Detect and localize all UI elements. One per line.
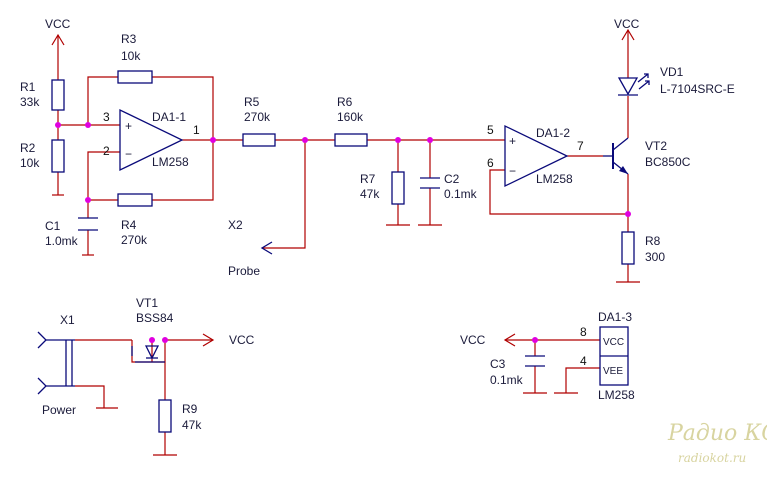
svg-text:VCC: VCC [460, 333, 486, 347]
svg-text:160k: 160k [337, 110, 364, 124]
svg-text:VT2: VT2 [645, 139, 667, 153]
svg-text:R6: R6 [337, 95, 353, 109]
opamp-da1-1: + − 3 2 1 DA1-1 LM258 [103, 108, 200, 172]
resistor-r8: R8 300 [621, 231, 665, 265]
svg-text:X2: X2 [228, 218, 243, 232]
watermark-logo: Радио КОТ radiokot.ru [667, 421, 767, 465]
resistor-r4: R4 270k [117, 193, 153, 247]
svg-text:VEE: VEE [603, 366, 623, 377]
svg-text:C2: C2 [444, 172, 460, 186]
resistor-r1: R1 33k [20, 79, 65, 111]
svg-text:R3: R3 [121, 32, 137, 46]
svg-text:VD1: VD1 [660, 65, 684, 79]
svg-text:LM258: LM258 [536, 172, 573, 186]
svg-text:Probe: Probe [228, 264, 260, 278]
svg-text:7: 7 [577, 139, 584, 153]
svg-text:Power: Power [42, 403, 76, 417]
svg-text:Радио КОТ: Радио КОТ [667, 421, 767, 446]
svg-text:VCC: VCC [614, 17, 640, 31]
svg-text:270k: 270k [244, 110, 271, 124]
capacitor-c2: C2 0.1mk [420, 172, 478, 201]
svg-text:R2: R2 [20, 141, 36, 155]
capacitor-c3: C3 0.1mk [490, 355, 545, 387]
svg-text:47k: 47k [182, 418, 202, 432]
svg-text:−: − [125, 147, 132, 161]
svg-text:1: 1 [193, 123, 200, 137]
svg-text:C1: C1 [45, 219, 61, 233]
svg-text:LM258: LM258 [152, 155, 189, 169]
svg-text:2: 2 [103, 144, 110, 158]
svg-text:DA1-1: DA1-1 [152, 110, 186, 124]
connector-x2-probe: X2 Probe [228, 218, 273, 278]
opamp-da1-3-power: VCC VEE 8 4 DA1-3 LM258 [580, 310, 635, 402]
svg-text:+: + [125, 119, 132, 133]
svg-text:10k: 10k [20, 156, 40, 170]
svg-text:BSS84: BSS84 [136, 311, 174, 325]
svg-text:radiokot.ru: radiokot.ru [678, 451, 746, 465]
svg-text:R1: R1 [20, 80, 36, 94]
svg-text:VCC: VCC [45, 17, 71, 31]
svg-text:R7: R7 [360, 172, 376, 186]
vcc-symbol-vt1: VCC [202, 333, 255, 347]
svg-text:X1: X1 [60, 313, 75, 327]
vcc-symbol-top-left: VCC [45, 17, 71, 46]
capacitor-c1: C1 1.0mk [45, 217, 98, 248]
svg-text:4: 4 [580, 354, 587, 368]
svg-text:5: 5 [487, 123, 494, 137]
opamp-da1-2: + − 5 6 7 DA1-2 LM258 [487, 123, 584, 188]
vcc-symbol-da1-3: VCC [460, 333, 516, 347]
resistor-r5: R5 270k [242, 95, 276, 147]
resistor-r7: R7 47k [360, 171, 405, 205]
svg-text:C3: C3 [490, 357, 506, 371]
svg-text:6: 6 [487, 156, 494, 170]
svg-text:0.1mk: 0.1mk [444, 187, 478, 201]
resistor-r9: R9 47k [158, 399, 202, 433]
transistor-vt1: VT1 BSS84 [131, 296, 174, 363]
svg-text:−: − [509, 164, 516, 178]
led-vd1: VD1 L-7104SRC-E [617, 65, 735, 96]
svg-text:3: 3 [103, 110, 110, 124]
svg-text:33k: 33k [20, 95, 40, 109]
transistor-vt2: VT2 BC850C [603, 137, 691, 175]
svg-text:0.1mk: 0.1mk [490, 373, 524, 387]
vcc-symbol-top-right: VCC [614, 17, 640, 41]
svg-text:R4: R4 [121, 218, 137, 232]
svg-text:BC850C: BC850C [645, 155, 691, 169]
svg-text:8: 8 [580, 325, 587, 339]
svg-text:LM258: LM258 [598, 388, 635, 402]
connector-x1: X1 Power [37, 313, 76, 417]
svg-text:R9: R9 [182, 402, 198, 416]
resistor-r2: R2 10k [20, 139, 65, 173]
svg-text:L-7104SRC-E: L-7104SRC-E [660, 82, 735, 96]
svg-text:R5: R5 [244, 95, 260, 109]
svg-text:VT1: VT1 [136, 296, 158, 310]
svg-text:47k: 47k [360, 187, 380, 201]
svg-text:300: 300 [645, 250, 665, 264]
svg-text:270k: 270k [121, 233, 148, 247]
svg-text:10k: 10k [121, 49, 141, 63]
svg-text:DA1-3: DA1-3 [598, 310, 632, 324]
resistor-r3: R3 10k [117, 32, 153, 84]
resistor-r6: R6 160k [334, 95, 368, 147]
junction-dots [55, 122, 631, 343]
svg-text:VCC: VCC [603, 337, 624, 348]
svg-text:1.0mk: 1.0mk [45, 234, 79, 248]
svg-text:R8: R8 [645, 234, 661, 248]
svg-text:DA1-2: DA1-2 [536, 126, 570, 140]
svg-text:VCC: VCC [229, 333, 255, 347]
svg-text:+: + [509, 134, 516, 148]
